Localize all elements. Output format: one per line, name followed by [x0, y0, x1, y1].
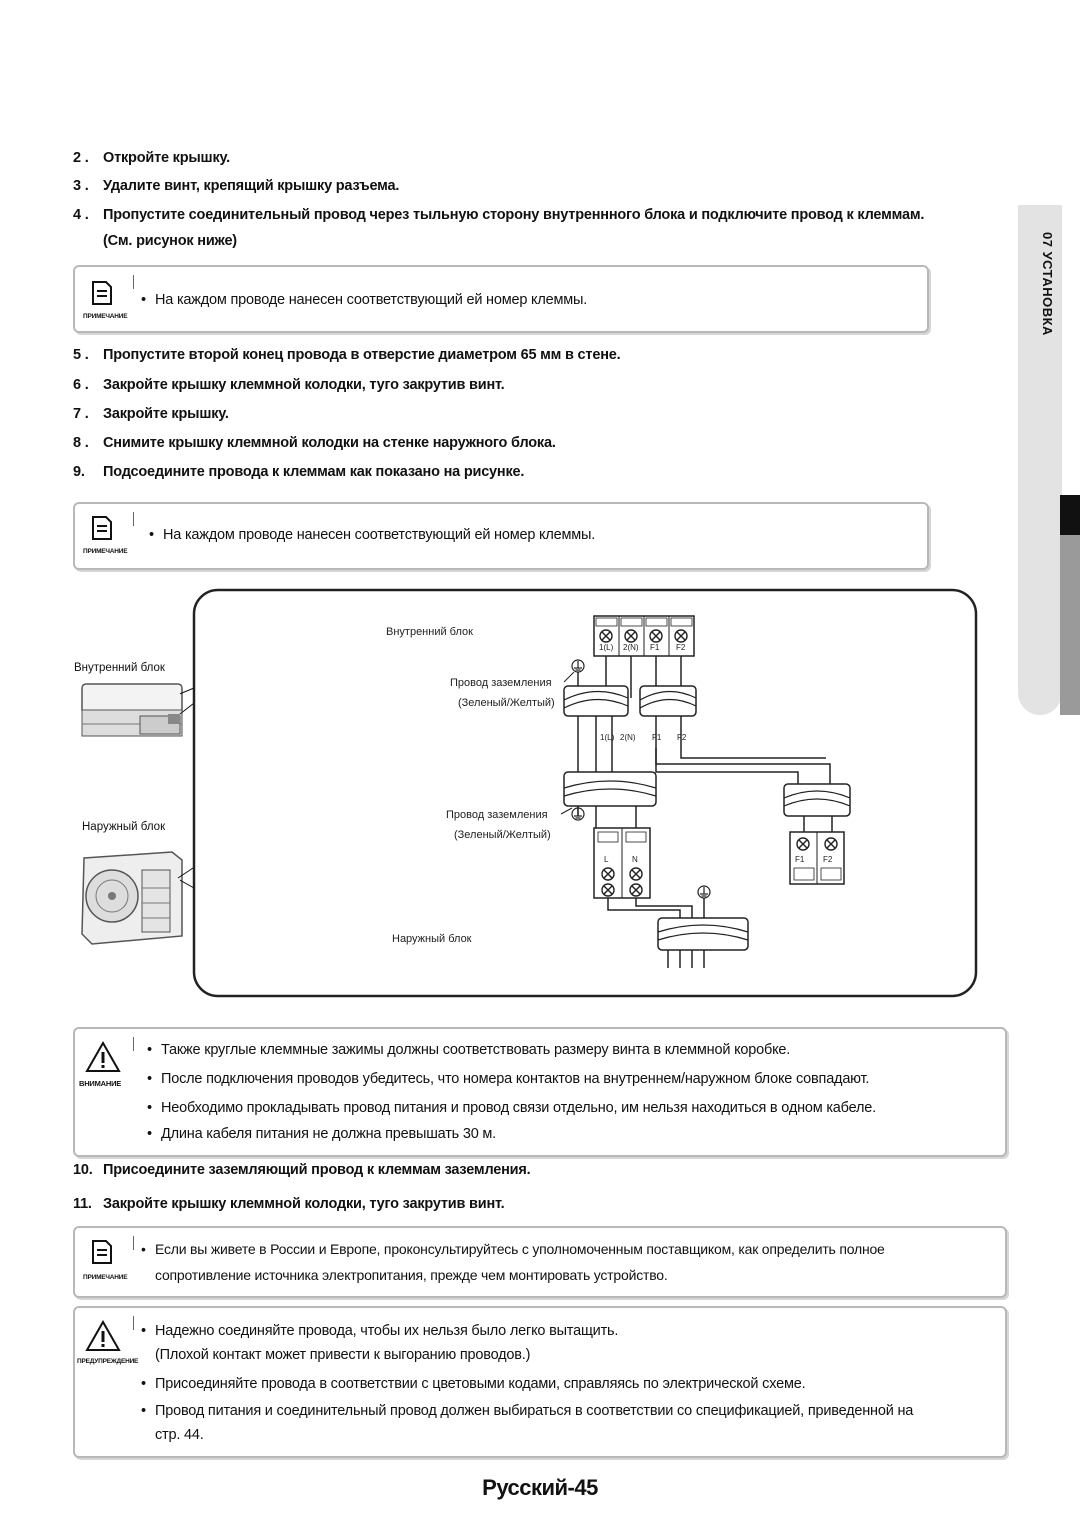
caution-box: ВНИМАНИЕ Также круглые клеммные зажимы д…	[73, 1027, 1007, 1157]
note-box-3: ПРИМЕЧАНИЕ Если вы живете в России и Евр…	[73, 1226, 1007, 1298]
indoor-terminal-label: 1(L)	[599, 643, 614, 652]
note-text-line2: сопротивление источника электропитания, …	[155, 1267, 668, 1283]
note-divider	[133, 512, 134, 526]
indoor-terminal-label: F1	[650, 643, 660, 652]
ground-color-label-2: (Зеленый/Желтый)	[454, 829, 551, 841]
ground-icon	[697, 885, 711, 899]
step-4-continued: (См. рисунок ниже)	[103, 233, 237, 249]
note-box-2: ПРИМЕЧАНИЕ На каждом проводе нанесен соо…	[73, 502, 929, 570]
caution-item: Также круглые клеммные зажимы должны соо…	[147, 1039, 790, 1061]
note-icon	[92, 1240, 112, 1264]
section-label: 07 УСТАНОВКА	[1040, 232, 1055, 336]
note-text-line1: Если вы живете в России и Европе, прокон…	[141, 1238, 885, 1260]
wire-label: 1(L)	[600, 733, 615, 742]
note-icon	[92, 281, 112, 305]
outdoor-terminal-label: L	[604, 855, 609, 864]
warning-label: ПРЕДУПРЕЖДЕНИЕ	[77, 1358, 139, 1365]
indoor-unit-left-label: Внутренний блок	[74, 662, 165, 674]
step-3: 3 .Удалите винт, крепящий крышку разъема…	[73, 178, 400, 194]
note-text: На каждом проводе нанесен соответствующи…	[149, 524, 595, 546]
caution-label: ВНИМАНИЕ	[79, 1079, 122, 1088]
page-number: Русский-45	[482, 1475, 598, 1500]
outdoor-power-terminal-block: L N	[593, 827, 651, 899]
outdoor-comm-terminal-block: F1 F2	[789, 831, 845, 885]
caution-divider	[133, 1037, 134, 1051]
wire-label: 2(N)	[620, 733, 636, 742]
outdoor-unit-illustration	[81, 851, 197, 945]
step-7: 7 .Закройте крышку.	[73, 406, 229, 422]
caution-item: Необходимо прокладывать провод питания и…	[147, 1097, 876, 1119]
warning-item-3-cont: стр. 44.	[155, 1427, 204, 1443]
warning-triangle-icon	[85, 1320, 121, 1351]
note-box-1: ПРИМЕЧАНИЕ На каждом проводе нанесен соо…	[73, 265, 929, 333]
indoor-terminal-label: F2	[676, 643, 686, 652]
note-text: На каждом проводе нанесен соответствующи…	[141, 289, 587, 311]
indoor-unit-illustration	[81, 683, 199, 737]
wire-label: F2	[677, 733, 687, 742]
note-icon	[92, 516, 112, 540]
outdoor-unit-label: Наружный блок	[392, 933, 472, 945]
indoor-terminal-label: 2(N)	[623, 643, 639, 652]
step-10: 10.Присоедините заземляющий провод к кле…	[73, 1162, 531, 1178]
outdoor-terminal-label: N	[632, 855, 638, 864]
outdoor-terminal-label: F1	[795, 855, 805, 864]
caution-item: После подключения проводов убедитесь, чт…	[147, 1068, 869, 1090]
indoor-unit-label: Внутренний блок	[386, 626, 473, 638]
wiring-diagram: 1(L) 2(N) F1 F2 1(L) 2(N) F1 F2	[180, 588, 978, 998]
outdoor-terminal-label: F2	[823, 855, 833, 864]
step-6: 6 .Закройте крышку клеммной колодки, туг…	[73, 377, 505, 393]
indoor-terminal-block: 1(L) 2(N) F1 F2	[593, 615, 695, 657]
step-2: 2 .Откройте крышку.	[73, 150, 230, 166]
ground-wire-label: Провод заземления	[450, 677, 552, 689]
ground-wire-label-2: Провод заземления	[446, 809, 548, 821]
ground-icon	[571, 807, 585, 821]
warning-divider	[133, 1316, 134, 1330]
note-label: ПРИМЕЧАНИЕ	[83, 1274, 128, 1281]
warning-item-2: Присоединяйте провода в соответствии с ц…	[141, 1373, 806, 1395]
caution-item: Длина кабеля питания не должна превышать…	[147, 1123, 496, 1145]
section-marker	[1060, 495, 1080, 535]
outdoor-unit-left-label: Наружный блок	[82, 821, 166, 833]
warning-box: ПРЕДУПРЕЖДЕНИЕ Надежно соединяйте провод…	[73, 1306, 1007, 1458]
section-marker-gray	[1060, 535, 1080, 715]
warning-item-1-cont: (Плохой контакт может привести к выгоран…	[155, 1347, 531, 1363]
section-side-tab	[1018, 205, 1062, 715]
step-8: 8 .Снимите крышку клеммной колодки на ст…	[73, 435, 556, 451]
step-4: 4 .Пропустите соединительный провод чере…	[73, 207, 925, 223]
warning-item-3: Провод питания и соединительный провод д…	[141, 1400, 913, 1422]
note-divider	[133, 1236, 134, 1250]
step-9: 9.Подсоедините провода к клеммам как пок…	[73, 464, 525, 480]
wire-label: F1	[652, 733, 662, 742]
note-label: ПРИМЕЧАНИЕ	[83, 313, 128, 320]
note-divider	[133, 275, 134, 289]
step-5: 5 .Пропустите второй конец провода в отв…	[73, 347, 621, 363]
note-label: ПРИМЕЧАНИЕ	[83, 548, 128, 555]
warning-triangle-icon	[85, 1041, 121, 1072]
step-11: 11.Закройте крышку клеммной колодки, туг…	[73, 1196, 505, 1212]
ground-color-label: (Зеленый/Желтый)	[458, 697, 555, 709]
warning-item-1: Надежно соединяйте провода, чтобы их нел…	[141, 1320, 618, 1342]
